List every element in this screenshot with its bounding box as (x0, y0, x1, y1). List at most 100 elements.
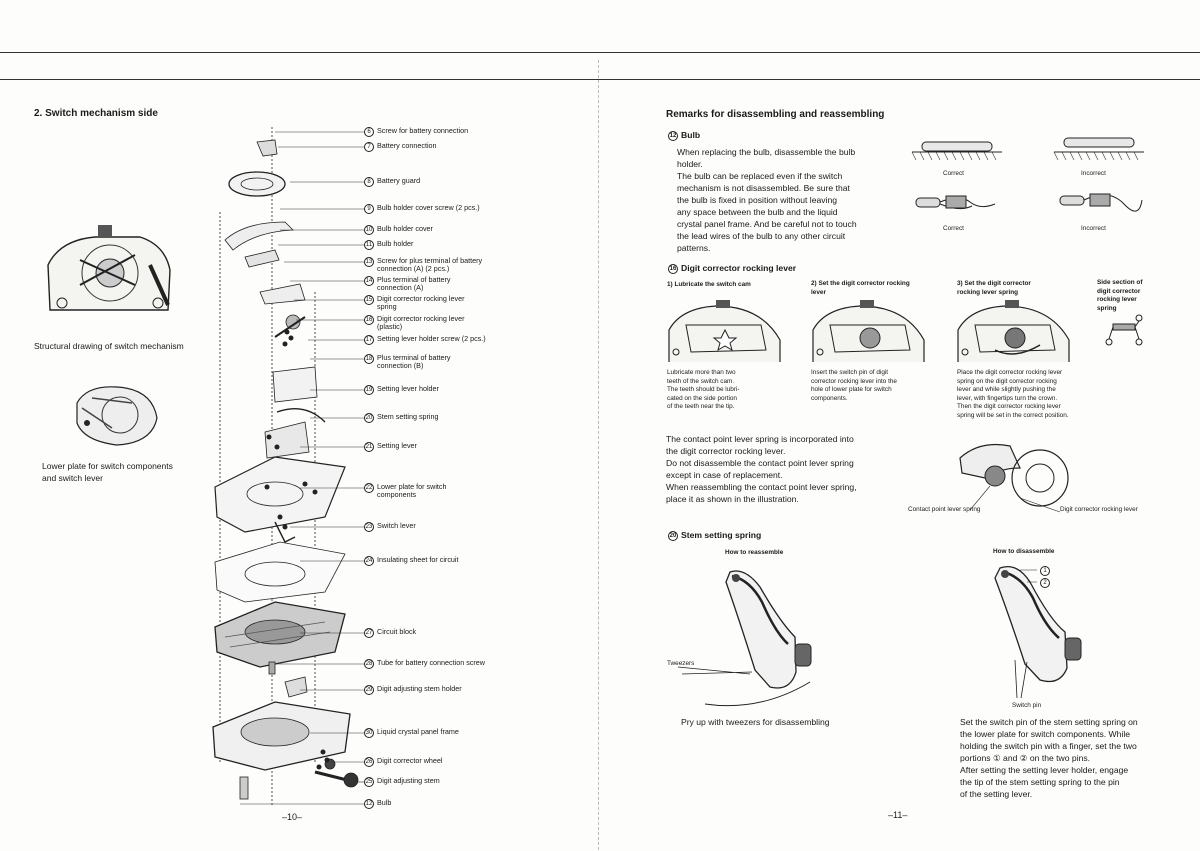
contact-text: The contact point lever spring is incorp… (666, 434, 857, 504)
callout-text: Setting lever holder (377, 384, 439, 393)
callout-text: Plus terminal of battery connection (A) (377, 275, 451, 292)
callout-text: Plus terminal of battery connection (B) (377, 353, 451, 370)
structural-drawing (47, 225, 171, 311)
page-number-right: –11– (888, 810, 908, 820)
contact-drawing (959, 443, 1069, 513)
bulb-number: 12 (668, 130, 678, 141)
callout-number: 8 (364, 177, 374, 187)
callout-text: Digit adjusting stem (377, 776, 440, 785)
callout-text: Setting lever (377, 441, 417, 450)
reassemble-drawing (677, 570, 812, 707)
set-text: Set the switch pin of the stem setting s… (960, 717, 1138, 799)
callout-number: 17 (364, 335, 374, 345)
step3-title: 3) Set the digit corrector rocking lever… (957, 280, 1031, 296)
section-title: 2. Switch mechanism side (34, 108, 158, 119)
tweezers-label: Tweezers (667, 660, 695, 667)
step2-title: 2) Set the digit corrector rocking lever (811, 280, 910, 296)
callout-text: Bulb holder cover screw (2 pcs.) (377, 203, 480, 212)
callout-text: Battery connection (377, 141, 437, 150)
bulb-incorrect-drawing (1053, 137, 1144, 161)
bulb-heading-text: Bulb (681, 130, 701, 140)
bulb-wire-correct-drawing (915, 195, 996, 210)
callout-number: 28 (364, 659, 374, 669)
switch-pin-label: Switch pin (1012, 702, 1042, 709)
callout-number: 20 (364, 413, 374, 423)
callout-text: Battery guard (377, 176, 421, 185)
bulb-correct-1-label: Correct (943, 170, 964, 177)
exploded-view-drawing (212, 127, 359, 807)
callout-text: Bulb holder cover (377, 224, 433, 233)
lower-plate-drawing (76, 386, 158, 446)
bulb-text: When replacing the bulb, disassemble the… (677, 147, 857, 253)
callout-text: Lower plate for switch components (377, 482, 447, 499)
callout-text: Setting lever holder screw (2 pcs.) (377, 334, 486, 343)
disassemble-drawing (994, 565, 1082, 699)
bulb-correct-2-label: Correct (943, 225, 964, 232)
bulb-correct-drawing (911, 141, 1002, 161)
callout-number: 7 (364, 142, 374, 152)
callout-number: 22 (364, 483, 374, 493)
callout-text: Digit adjusting stem holder (377, 684, 462, 693)
stem-heading-text: Stem setting spring (681, 530, 762, 540)
callout-text: Digit corrector rocking lever (plastic) (377, 314, 465, 331)
side-section-drawing (1105, 314, 1143, 346)
reassemble-title: How to reassemble (725, 549, 784, 556)
bulb-incorrect-2-label: Incorrect (1081, 225, 1106, 232)
callout-text: Circuit block (377, 627, 417, 636)
step1-text: Lubricate more than two teeth of the swi… (667, 369, 740, 410)
callout-number: 10 (364, 225, 374, 235)
callout-number: 13 (364, 257, 374, 267)
pin1-label: 1 (1040, 566, 1053, 576)
page-number-left: –10– (282, 812, 303, 822)
top-rule (0, 52, 1200, 53)
stem-number: 20 (668, 530, 678, 541)
callout-text: Stem setting spring (377, 412, 439, 421)
callout-number: 6 (364, 127, 374, 137)
step2-drawing (812, 300, 925, 362)
callout-text: Switch lever (377, 521, 416, 530)
callout-number: 26 (364, 757, 374, 767)
callout-text: Bulb (377, 798, 392, 807)
callout-number: 30 (364, 728, 374, 738)
pry-text: Pry up with tweezers for disassembling (681, 717, 830, 727)
callout-text: Insulating sheet for circuit (377, 555, 459, 564)
callout-number: 15 (364, 295, 374, 305)
callout-number: 21 (364, 442, 374, 452)
contact-point-label: Contact point lever spring (908, 506, 981, 513)
callout-text: Bulb holder (377, 239, 414, 248)
step2-text: Insert the switch pin of digit corrector… (811, 369, 897, 402)
pin1-number: 1 (1040, 566, 1050, 576)
page-gutter (598, 60, 600, 850)
bulb-incorrect-1-label: Incorrect (1081, 170, 1106, 177)
callout-number: 23 (364, 522, 374, 532)
callout-text: Digit corrector wheel (377, 756, 443, 765)
pin2-number: 2 (1040, 578, 1050, 588)
callout-number: 16 (364, 315, 374, 325)
callout-text: Screw for battery connection (377, 126, 469, 135)
lower-plate-caption: Lower plate for switch components and sw… (42, 461, 173, 483)
